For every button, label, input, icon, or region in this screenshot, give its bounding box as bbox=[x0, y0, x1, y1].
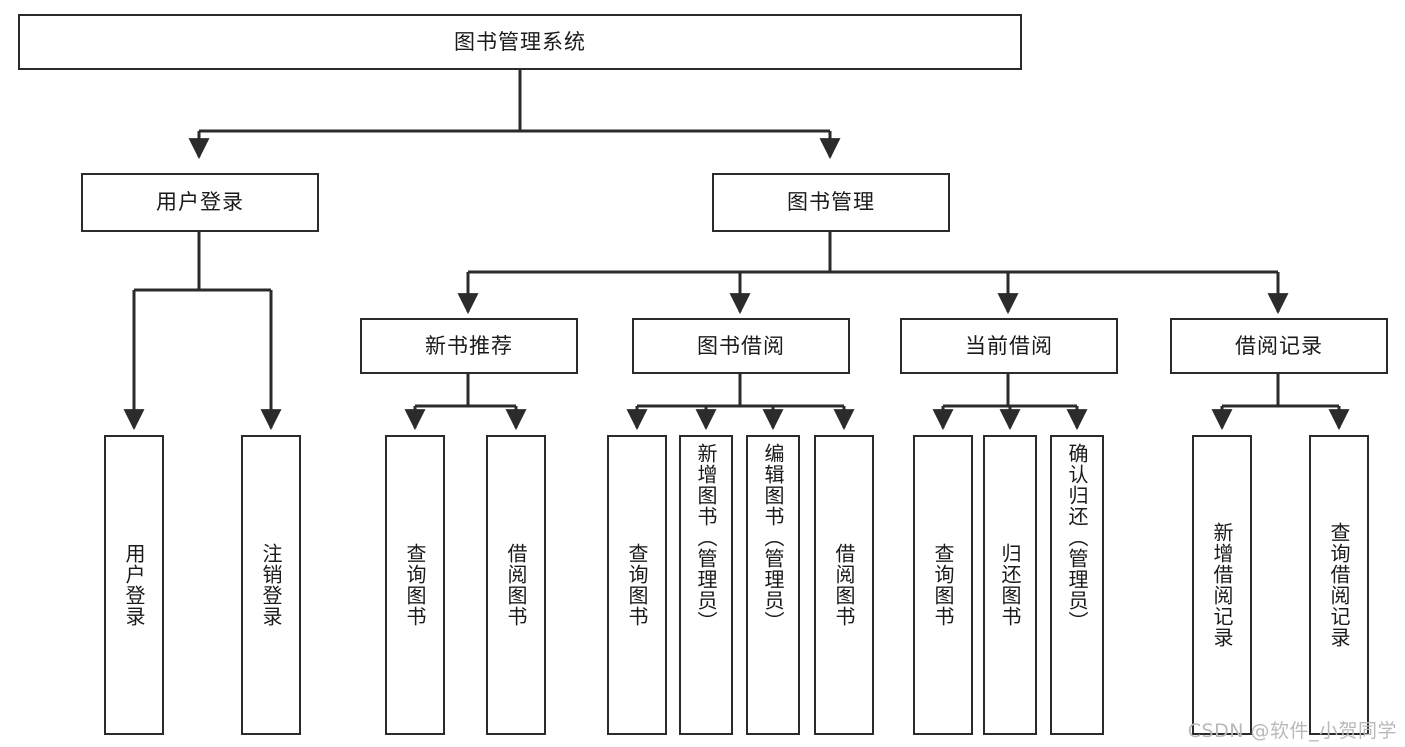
leaf-book-borrow-2[interactable]: 新增图书（管理员） bbox=[679, 435, 733, 735]
leaf-borrow-record-1-label: 新增借阅记录 bbox=[1210, 522, 1234, 648]
node-borrow-record[interactable]: 借阅记录 bbox=[1170, 318, 1388, 374]
node-root-label: 图书管理系统 bbox=[454, 29, 586, 54]
leaf-borrow-record-2-label: 查询借阅记录 bbox=[1327, 522, 1351, 648]
leaf-book-borrow-4[interactable]: 借阅图书 bbox=[814, 435, 874, 735]
leaf-book-borrow-1[interactable]: 查询图书 bbox=[607, 435, 667, 735]
leaf-new-book-2[interactable]: 借阅图书 bbox=[486, 435, 546, 735]
node-user-login[interactable]: 用户登录 bbox=[81, 173, 319, 232]
leaf-book-borrow-4-label: 借阅图书 bbox=[832, 543, 856, 627]
leaf-user-login-2-label: 注销登录 bbox=[259, 543, 283, 627]
leaf-current-borrow-3-label: 确认归还（管理员） bbox=[1065, 443, 1089, 632]
leaf-book-borrow-3-label: 编辑图书（管理员） bbox=[761, 443, 785, 632]
leaf-new-book-1-label: 查询图书 bbox=[403, 543, 427, 627]
leaf-book-borrow-3[interactable]: 编辑图书（管理员） bbox=[746, 435, 800, 735]
node-current-borrowing[interactable]: 当前借阅 bbox=[900, 318, 1118, 374]
leaf-book-borrow-2-label: 新增图书（管理员） bbox=[694, 443, 718, 632]
leaf-borrow-record-2[interactable]: 查询借阅记录 bbox=[1309, 435, 1369, 735]
leaf-current-borrow-2[interactable]: 归还图书 bbox=[983, 435, 1037, 735]
node-book-borrowing-label: 图书借阅 bbox=[697, 333, 785, 358]
node-borrow-record-label: 借阅记录 bbox=[1235, 333, 1323, 358]
node-new-book-recommend-label: 新书推荐 bbox=[425, 333, 513, 358]
watermark: CSDN @软件_小贺同学 bbox=[1187, 720, 1397, 742]
node-root[interactable]: 图书管理系统 bbox=[18, 14, 1022, 70]
node-user-login-label: 用户登录 bbox=[156, 190, 244, 215]
leaf-user-login-1-label: 用户登录 bbox=[122, 543, 146, 627]
node-new-book-recommend[interactable]: 新书推荐 bbox=[360, 318, 578, 374]
leaf-book-borrow-1-label: 查询图书 bbox=[625, 543, 649, 627]
leaf-borrow-record-1[interactable]: 新增借阅记录 bbox=[1192, 435, 1252, 735]
leaf-new-book-1[interactable]: 查询图书 bbox=[385, 435, 445, 735]
node-book-borrowing[interactable]: 图书借阅 bbox=[632, 318, 850, 374]
leaf-new-book-2-label: 借阅图书 bbox=[504, 543, 528, 627]
leaf-current-borrow-2-label: 归还图书 bbox=[998, 543, 1022, 627]
node-book-management[interactable]: 图书管理 bbox=[712, 173, 950, 232]
node-book-management-label: 图书管理 bbox=[787, 190, 875, 215]
node-current-borrowing-label: 当前借阅 bbox=[965, 333, 1053, 358]
leaf-current-borrow-1[interactable]: 查询图书 bbox=[913, 435, 973, 735]
leaf-current-borrow-3[interactable]: 确认归还（管理员） bbox=[1050, 435, 1104, 735]
leaf-user-login-2[interactable]: 注销登录 bbox=[241, 435, 301, 735]
leaf-user-login-1[interactable]: 用户登录 bbox=[104, 435, 164, 735]
leaf-current-borrow-1-label: 查询图书 bbox=[931, 543, 955, 627]
